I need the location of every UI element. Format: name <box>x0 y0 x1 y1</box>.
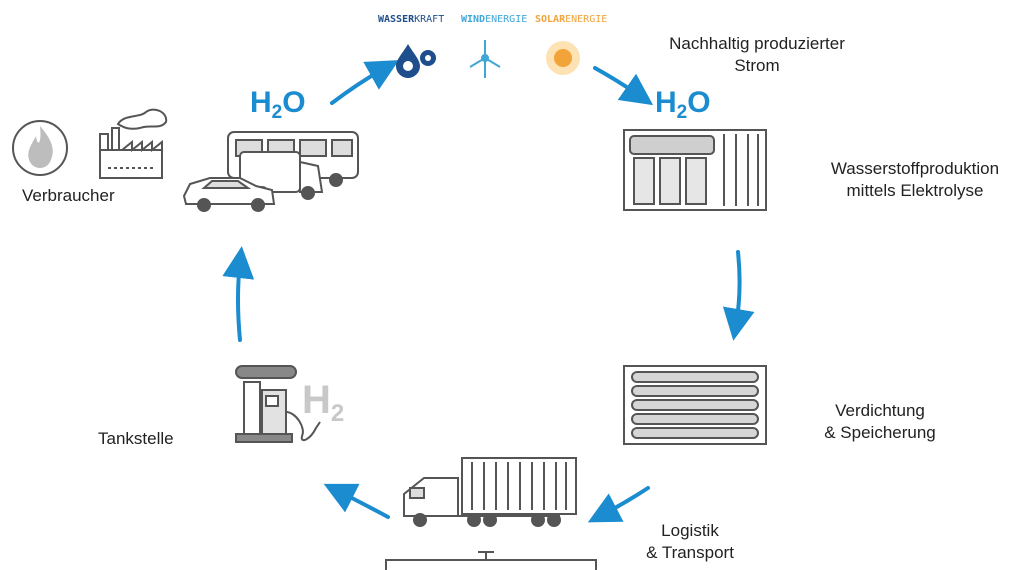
arrow-to-production <box>593 66 654 106</box>
arrow-to-consumers <box>222 246 255 342</box>
label-verdichtung-speicherung: Verdichtung & Speicherung <box>824 401 936 442</box>
sun-icon <box>546 41 580 75</box>
water-gear-icon <box>396 44 436 78</box>
arrow-to-tankstelle <box>323 483 390 519</box>
source-solarenergie: SOLARENERGIE <box>535 14 608 25</box>
source-windenergie: WINDENERGIE <box>461 14 528 25</box>
arrow-to-sources <box>330 60 399 105</box>
storage-container-icon <box>623 365 767 445</box>
source-wasserkraft: WASSERKRAFT <box>378 14 445 25</box>
label-logistik-transport: Logistik & Transport <box>646 521 734 562</box>
label-verbraucher: Verbraucher <box>22 186 115 205</box>
semi-truck-icon <box>403 457 577 527</box>
label-tankstelle: Tankstelle <box>98 429 174 448</box>
pipeline-icon <box>385 551 597 570</box>
arrow-to-logistics <box>587 486 650 523</box>
arrow-to-storage <box>722 250 755 341</box>
flame-icon <box>12 120 68 176</box>
electrolyzer-container-icon <box>623 129 767 211</box>
car-icon <box>182 177 276 212</box>
fuel-pump-icon <box>235 365 321 443</box>
h2o-symbol-right: H2O <box>655 86 711 123</box>
h2-symbol: H2 <box>302 378 345 427</box>
wind-turbine-icon <box>469 40 501 78</box>
label-wasserstoffproduktion: Wasserstoffproduktion mittels Elektrolys… <box>830 159 1000 200</box>
factory-icon <box>99 108 168 179</box>
h2o-symbol-left: H2O <box>250 86 306 123</box>
label-nachhaltig-strom: Nachhaltig produzierter Strom <box>669 34 845 75</box>
